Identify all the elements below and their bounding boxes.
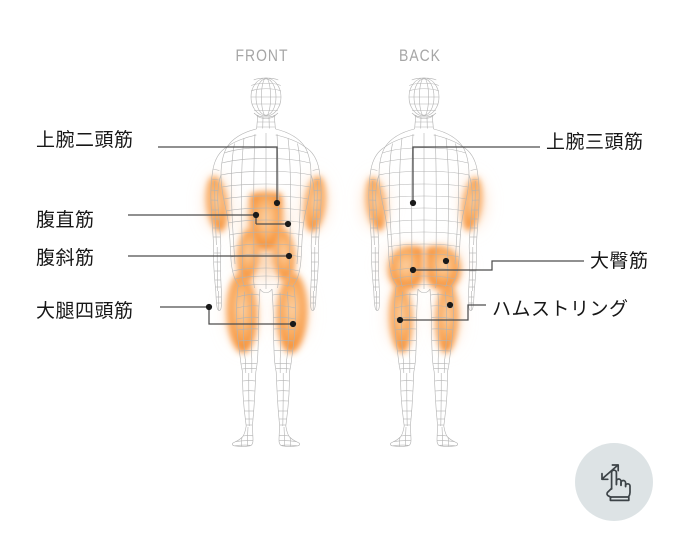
leader-dot-quadriceps-b xyxy=(289,320,297,328)
leader-dot-gluteus-b xyxy=(442,257,450,265)
leader-dot-rectus-abdominis-a xyxy=(252,211,260,219)
back-view-heading: BACK xyxy=(399,46,441,65)
leader-dot-gluteus-a xyxy=(409,266,417,274)
front-view-heading: FRONT xyxy=(235,46,289,65)
leader-dot-hamstring-b xyxy=(446,301,454,309)
label-quadriceps[interactable]: 大腿四頭筋 xyxy=(36,300,134,322)
muscle-highlight-quadriceps xyxy=(226,273,308,353)
back-body-figure xyxy=(353,77,495,447)
leader-dot-rectus-abdominis-b xyxy=(284,220,292,228)
leader-line-hamstring xyxy=(400,304,486,321)
leader-dot-biceps xyxy=(273,199,281,207)
label-hamstring[interactable]: ハムストリング xyxy=(492,298,629,320)
leader-dot-hamstring-a xyxy=(396,316,404,324)
leader-dots xyxy=(205,199,454,328)
label-triceps[interactable]: 上腕三頭筋 xyxy=(546,131,644,153)
label-rectus-abdominis[interactable]: 腹直筋 xyxy=(36,209,95,231)
label-gluteus-maximus[interactable]: 大臀筋 xyxy=(590,250,649,272)
leader-dot-obliques xyxy=(285,252,293,260)
leader-dot-triceps xyxy=(409,199,417,207)
label-obliques[interactable]: 腹斜筋 xyxy=(36,247,95,269)
label-biceps[interactable]: 上腕二頭筋 xyxy=(36,129,134,151)
front-body-figure xyxy=(195,77,337,447)
leader-line-gluteus xyxy=(413,260,584,271)
leader-line-triceps xyxy=(412,146,540,203)
pinch-zoom-badge[interactable] xyxy=(575,443,653,521)
leader-line-biceps xyxy=(158,146,278,203)
muscle-highlight-gluteus-maximus xyxy=(388,245,461,290)
leader-line-quadriceps xyxy=(160,306,293,325)
leader-dot-quadriceps-a xyxy=(205,303,213,311)
pinch-zoom-gesture-icon xyxy=(601,464,631,502)
